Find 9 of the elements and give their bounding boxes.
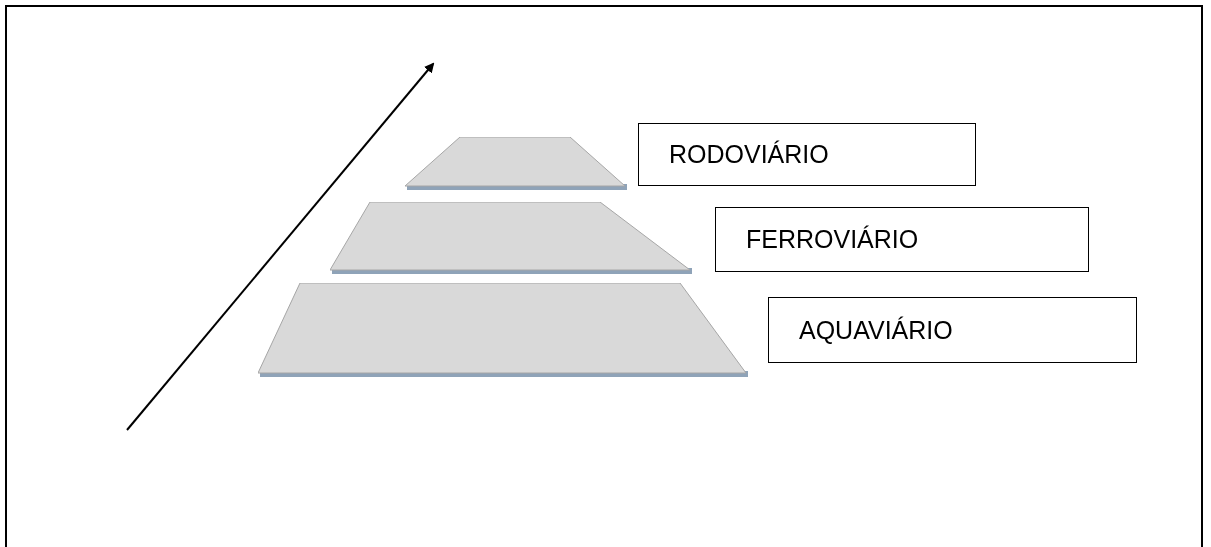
- mode-label: RODOVIÁRIO: [669, 140, 829, 169]
- label-box: [768, 297, 1137, 363]
- pyramid-layer: [405, 137, 627, 190]
- pyramid-layer: [330, 202, 692, 274]
- mode-label: FERROVIÁRIO: [746, 225, 919, 254]
- label-box: [638, 123, 976, 186]
- label-box: [715, 207, 1089, 272]
- pyramid-layer: [258, 283, 748, 377]
- mode-label: AQUAVIÁRIO: [799, 315, 953, 345]
